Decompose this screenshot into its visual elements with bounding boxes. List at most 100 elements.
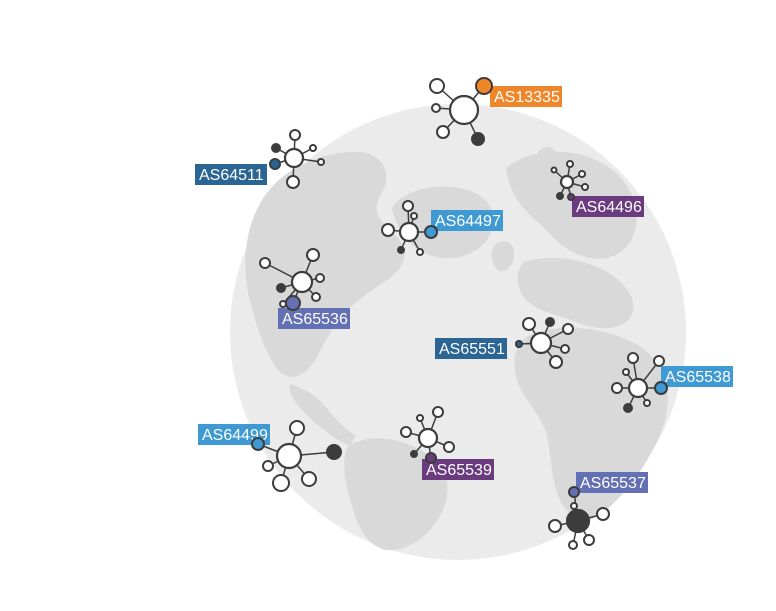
peer-node: [289, 420, 305, 436]
as-label-badge: [422, 459, 494, 480]
peer-node: [311, 292, 321, 302]
peer-node: [416, 248, 424, 256]
landmass-scandinavia: [506, 151, 637, 259]
as-cluster: AS64497: [381, 200, 503, 256]
as-label-badge: [195, 164, 267, 185]
as-label-badge: [431, 210, 503, 231]
peer-node-filled: [326, 444, 342, 460]
peer-node: [286, 175, 300, 189]
as-label-text: AS64511: [199, 167, 264, 184]
landmass-british-isles: [491, 241, 514, 272]
as-cluster: AS64499: [198, 420, 342, 492]
peer-node: [262, 460, 274, 472]
peer-node: [653, 355, 665, 367]
peer-node: [611, 382, 623, 394]
as-label-badge: [576, 472, 648, 493]
as-label-badge: [198, 424, 270, 445]
peer-node: [410, 212, 418, 220]
peer-node-filled: [623, 403, 633, 413]
as-label-badge: [661, 366, 733, 387]
peer-node-filled: [556, 192, 564, 200]
hub-node: [283, 147, 305, 169]
hub-node: [290, 270, 314, 294]
as-label-text: AS65551: [439, 341, 505, 358]
as-accent-node: [251, 437, 265, 451]
as-label-text: AS65536: [282, 311, 348, 328]
peer-node-filled: [410, 450, 418, 458]
hub-node: [529, 331, 553, 355]
peer-node: [560, 344, 570, 354]
as-label-badge: [490, 86, 562, 107]
peer-node: [548, 519, 562, 533]
hub-node: [559, 174, 575, 190]
peer-node: [301, 471, 317, 487]
as-cluster: AS13335: [429, 77, 562, 146]
as-accent-node: [568, 486, 580, 498]
as-cluster: AS64511: [195, 129, 325, 189]
peer-node: [443, 441, 455, 453]
as-cluster: AS65536: [259, 248, 350, 329]
peer-node: [570, 502, 578, 510]
landmass-svalbard: [535, 147, 557, 166]
as-accent-node: [515, 340, 523, 348]
peer-node: [436, 125, 450, 139]
hub-node: [398, 221, 420, 243]
as-label-text: AS64496: [576, 199, 642, 216]
peer-node: [578, 170, 586, 178]
peer-node: [627, 352, 639, 364]
peer-node: [306, 248, 320, 262]
peer-node: [562, 323, 574, 335]
peer-node: [549, 355, 563, 369]
as-accent-node: [269, 158, 281, 170]
peer-node: [566, 160, 574, 168]
as-accent-node: [285, 295, 301, 311]
peer-node: [432, 406, 444, 418]
peer-node-filled: [271, 143, 281, 153]
as-label-text: AS65537: [580, 475, 646, 492]
peer-node: [581, 183, 589, 191]
peer-node: [272, 474, 290, 492]
as-label-text: AS65539: [426, 462, 492, 479]
as-cluster: AS65551: [435, 317, 574, 369]
peer-node: [259, 257, 271, 269]
as-label-badge: [435, 338, 507, 359]
as-cluster: AS65537: [548, 472, 648, 550]
peer-node: [596, 507, 610, 521]
landmass-europe: [517, 257, 634, 329]
peer-node: [622, 368, 630, 376]
as-accent-node: [475, 77, 493, 95]
as-label-text: AS13335: [494, 89, 560, 106]
hub-node: [627, 377, 649, 399]
peer-node-filled: [545, 317, 555, 327]
peer-node: [381, 223, 395, 237]
peer-node-filled: [397, 246, 405, 254]
peer-node-filled: [471, 132, 485, 146]
peer-node: [309, 144, 317, 152]
peer-node: [431, 103, 441, 113]
hub-node: [565, 508, 591, 534]
peer-node-filled: [276, 283, 286, 293]
peer-node: [583, 534, 595, 546]
as-accent-node: [425, 452, 437, 464]
as-accent-node: [654, 381, 668, 395]
peer-node: [429, 78, 445, 94]
as-cluster: AS65539: [400, 406, 494, 480]
landmass-central-america: [289, 384, 356, 446]
hub-node: [275, 442, 303, 470]
peer-node: [402, 200, 414, 212]
as-label-text: AS64499: [202, 427, 268, 444]
landmass-arctic-islands: [365, 173, 387, 192]
peer-node: [315, 273, 325, 283]
hub-node: [417, 427, 439, 449]
peer-node: [416, 414, 424, 422]
as-accent-node: [424, 225, 438, 239]
peer-node: [550, 166, 558, 174]
as-cluster: AS64496: [550, 160, 644, 217]
as-label-badge: [278, 308, 350, 329]
as-label-text: AS65538: [665, 369, 731, 386]
peer-node: [522, 317, 536, 331]
as-accent-node: [567, 193, 575, 201]
